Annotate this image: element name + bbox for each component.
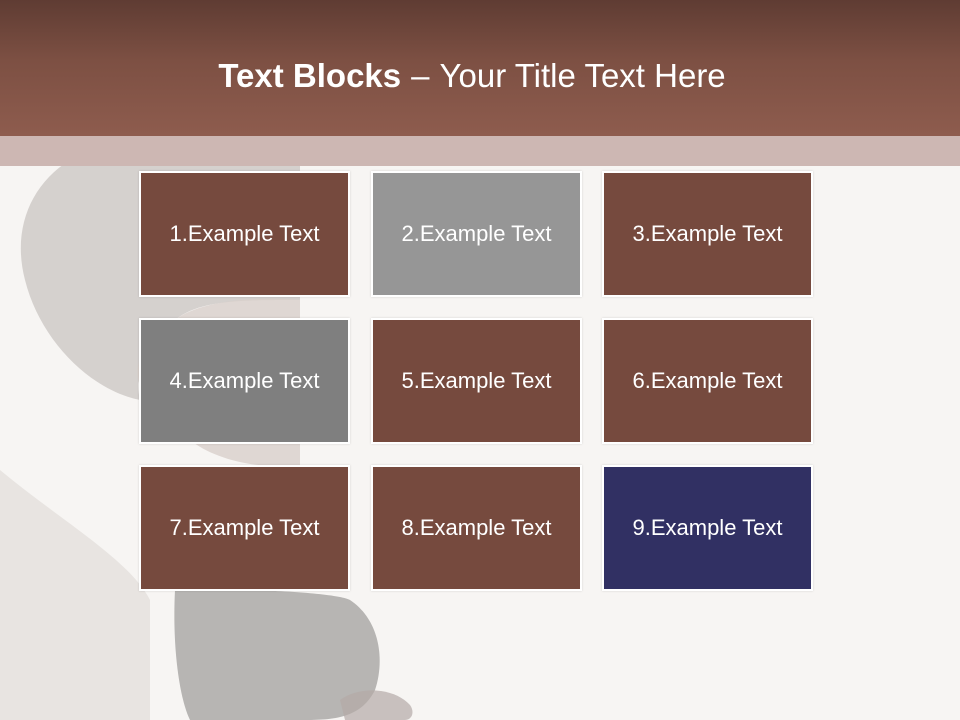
text-block-label: 6.Example Text <box>632 368 783 393</box>
text-block-label: 5.Example Text <box>401 368 552 393</box>
title-bar <box>0 0 960 136</box>
text-block-8[interactable]: 8.Example Text <box>371 465 582 591</box>
text-block-label: 4.Example Text <box>169 368 320 393</box>
title-bar-strip <box>0 136 960 166</box>
text-block-label: 3.Example Text <box>632 221 783 246</box>
slide-title-bold: Text Blocks <box>218 57 402 94</box>
text-block-4[interactable]: 4.Example Text <box>139 318 350 444</box>
text-block-1[interactable]: 1.Example Text <box>139 171 350 297</box>
text-block-label: 2.Example Text <box>401 221 552 246</box>
slide-title-rest: Your Title Text Here <box>439 57 726 94</box>
text-block-label: 8.Example Text <box>401 515 552 540</box>
text-block-6[interactable]: 6.Example Text <box>602 318 813 444</box>
text-block-5[interactable]: 5.Example Text <box>371 318 582 444</box>
slide-title[interactable]: Text Blocks–Your Title Text Here <box>0 56 944 96</box>
shoulder-shape <box>0 470 150 720</box>
slide-title-dash: – <box>411 57 430 94</box>
text-block-label: 7.Example Text <box>169 515 320 540</box>
text-block-7[interactable]: 7.Example Text <box>139 465 350 591</box>
text-block-3[interactable]: 3.Example Text <box>602 171 813 297</box>
text-block-label: 1.Example Text <box>169 221 320 246</box>
text-block-2[interactable]: 2.Example Text <box>371 171 582 297</box>
cuff-shape <box>340 690 413 720</box>
text-block-label: 9.Example Text <box>632 515 783 540</box>
text-block-9[interactable]: 9.Example Text <box>602 465 813 591</box>
glove-shape <box>174 589 380 720</box>
